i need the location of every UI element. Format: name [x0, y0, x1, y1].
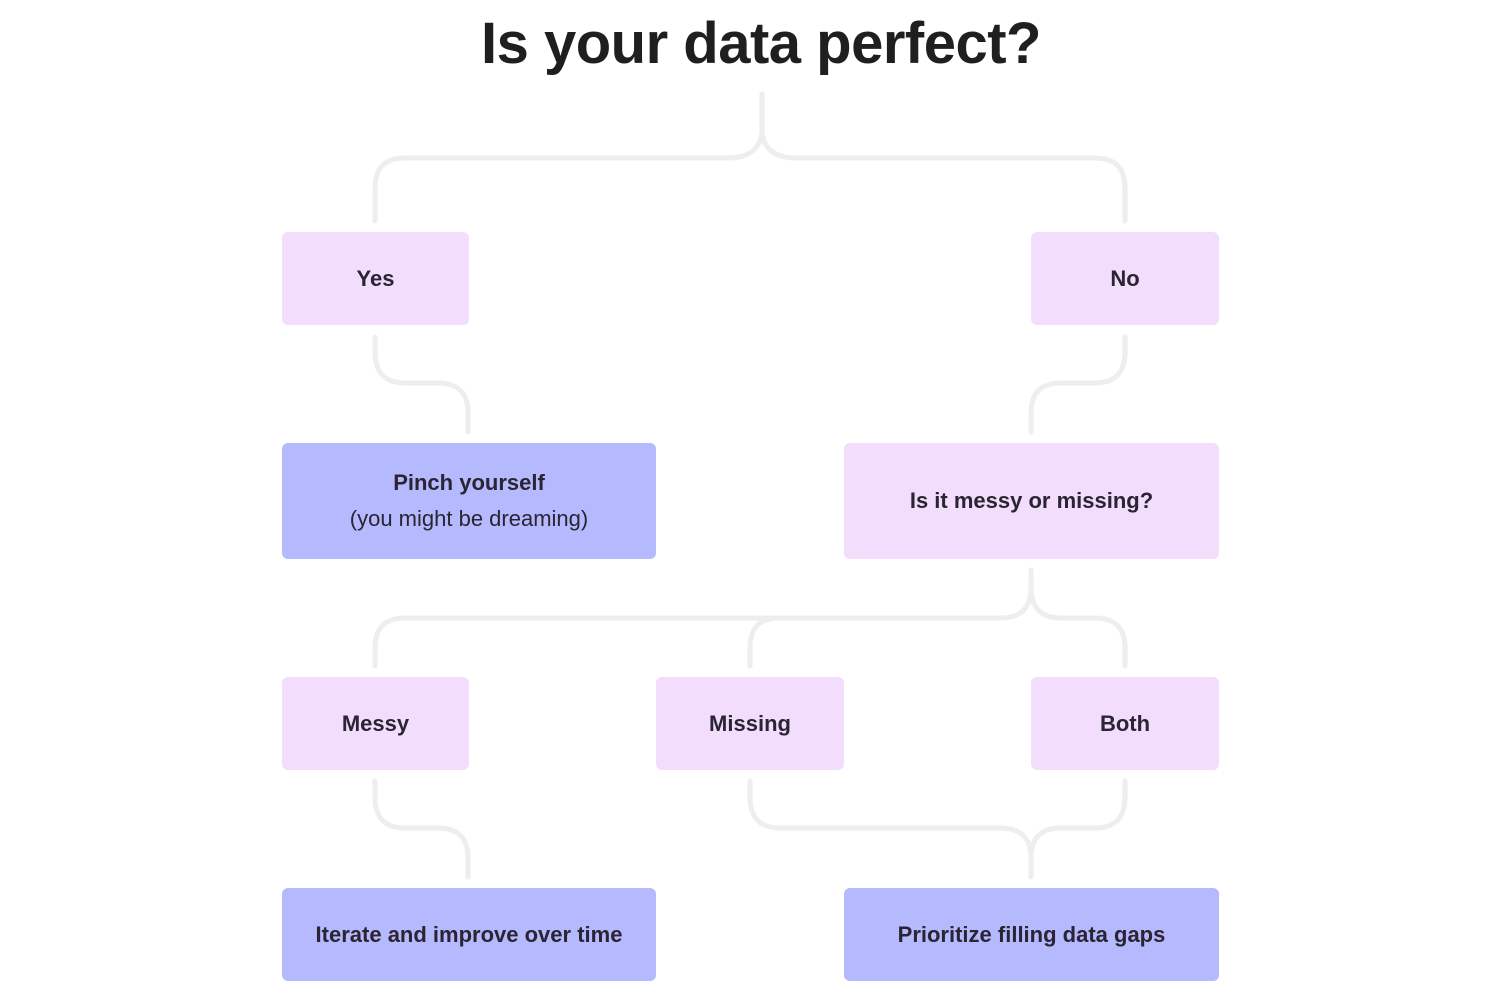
node-prioritize-gaps: Prioritize filling data gaps: [844, 888, 1219, 981]
node-prioritize-label: Prioritize filling data gaps: [897, 921, 1166, 947]
diagram-title: Is your data perfect?: [481, 11, 1041, 76]
connector-missing-prioritize: [747, 778, 1034, 880]
node-pinch-yourself: Pinch yourself (you might be dreaming): [282, 443, 656, 559]
connector-no-question: [1028, 334, 1128, 435]
node-messy: Messy: [282, 677, 469, 770]
node-messy-or-missing-label: Is it messy or missing?: [909, 488, 1154, 513]
node-pinch-sublabel: (you might be dreaming): [349, 506, 589, 531]
node-both: Both: [1031, 677, 1219, 770]
node-missing-label: Missing: [709, 710, 791, 736]
node-no-label: No: [1110, 265, 1140, 291]
node-iterate-improve: Iterate and improve over time: [282, 888, 656, 981]
node-pinch-label: Pinch yourself: [393, 470, 545, 495]
connector-title-yes: [372, 91, 765, 224]
node-no: No: [1031, 232, 1219, 325]
node-yes: Yes: [282, 232, 469, 325]
node-missing: Missing: [656, 677, 844, 770]
node-yes-label: Yes: [356, 265, 395, 291]
connector-question-missing: [747, 615, 782, 669]
connector-messy-iterate: [372, 778, 471, 880]
connector-title-no: [759, 125, 1128, 224]
connector-question-messy: [372, 567, 1034, 669]
node-both-label: Both: [1099, 710, 1151, 736]
connector-yes-pinch: [372, 334, 471, 435]
connector-question-both: [1028, 584, 1128, 669]
node-messy-or-missing: Is it messy or missing?: [844, 443, 1219, 559]
node-iterate-label: Iterate and improve over time: [315, 921, 623, 947]
node-messy-label: Messy: [341, 710, 410, 736]
connector-both-prioritize: [1028, 778, 1128, 861]
